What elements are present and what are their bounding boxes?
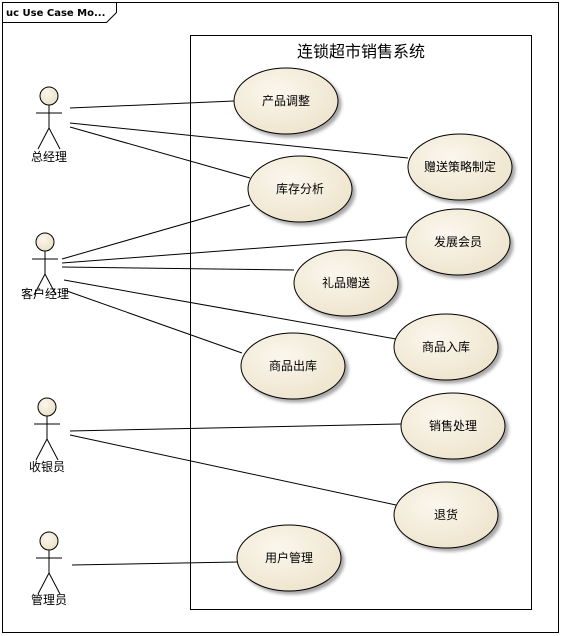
actor-body-icon [34, 416, 60, 461]
actor-head-icon [35, 232, 55, 252]
use-case-label: 销售处理 [429, 418, 477, 433]
use-case-ellipse [240, 332, 346, 400]
association-cashier-returns [69, 434, 397, 506]
system-title: 连锁超市销售系统 [297, 42, 425, 61]
association-general-manager-gift-strategy [69, 122, 409, 159]
actor-label: 管理员 [31, 592, 67, 607]
actor-cashier[interactable]: 收银员 [29, 397, 65, 474]
actor-head-icon [39, 86, 59, 106]
use-case-gift-strategy[interactable]: 赠送策略制定 [407, 133, 513, 201]
use-case-gift-giving[interactable]: 礼品赠送 [293, 249, 399, 317]
use-case-ellipse [247, 155, 353, 223]
actor-label: 客户经理 [21, 286, 69, 301]
actor-account-manager[interactable]: 客户经理 [21, 232, 69, 301]
actor-administrator[interactable]: 管理员 [31, 531, 67, 607]
use-case-ellipse [405, 208, 511, 276]
use-case-ellipse [400, 392, 506, 460]
actor-head-icon [37, 397, 57, 417]
use-case-label: 产品调整 [262, 93, 310, 108]
use-case-label: 退货 [434, 507, 458, 522]
use-case-label: 赠送策略制定 [424, 159, 496, 174]
actor-body-icon [36, 550, 62, 595]
use-case-ellipse [233, 67, 339, 135]
use-case-label: 礼品赠送 [322, 275, 370, 290]
use-case-ellipse [393, 481, 499, 549]
association-general-manager-inventory-analysis [69, 126, 251, 179]
use-case-goods-inbound[interactable]: 商品入库 [393, 313, 499, 381]
use-case-label: 商品出库 [269, 358, 317, 373]
use-case-label: 库存分析 [276, 181, 324, 196]
frame-title: uc Use Case Mo... [6, 8, 105, 19]
actor-label: 收银员 [29, 460, 65, 474]
use-case-goods-outbound[interactable]: 商品出库 [240, 332, 346, 400]
association-cashier-sales-processing [69, 423, 402, 432]
use-case-label: 用户管理 [265, 550, 313, 565]
use-case-label: 发展会员 [434, 234, 482, 249]
actor-body-icon [36, 105, 62, 150]
use-case-sales-processing[interactable]: 销售处理 [400, 392, 506, 460]
association-general-manager-product-adjust [69, 100, 235, 109]
use-case-ellipse [293, 249, 399, 317]
use-case-ellipse [407, 133, 513, 201]
frame-title-tab [2, 2, 117, 23]
use-case-ellipse [236, 524, 342, 592]
association-account-manager-gift-giving [61, 266, 295, 271]
actor-body-icon [32, 251, 58, 296]
use-case-product-adjust[interactable]: 产品调整 [233, 67, 339, 135]
actor-head-icon [39, 531, 59, 551]
association-lines [61, 100, 409, 566]
use-case-label: 商品入库 [422, 339, 470, 354]
association-account-manager-goods-inbound [63, 279, 397, 340]
use-case-inventory-analysis[interactable]: 库存分析 [247, 155, 353, 223]
association-account-manager-goods-outbound [63, 289, 243, 354]
actor-label: 总经理 [31, 150, 67, 164]
use-case-ellipse [393, 313, 499, 381]
use-case-returns[interactable]: 退货 [393, 481, 499, 549]
association-account-manager-inventory-analysis [61, 204, 251, 260]
use-case-user-management[interactable]: 用户管理 [236, 524, 342, 592]
use-case-member-development[interactable]: 发展会员 [405, 208, 511, 276]
actor-general-manager[interactable]: 总经理 [31, 86, 67, 164]
system-boundary [190, 35, 532, 610]
association-account-manager-member-development [61, 236, 407, 264]
association-administrator-user-management [71, 561, 238, 566]
